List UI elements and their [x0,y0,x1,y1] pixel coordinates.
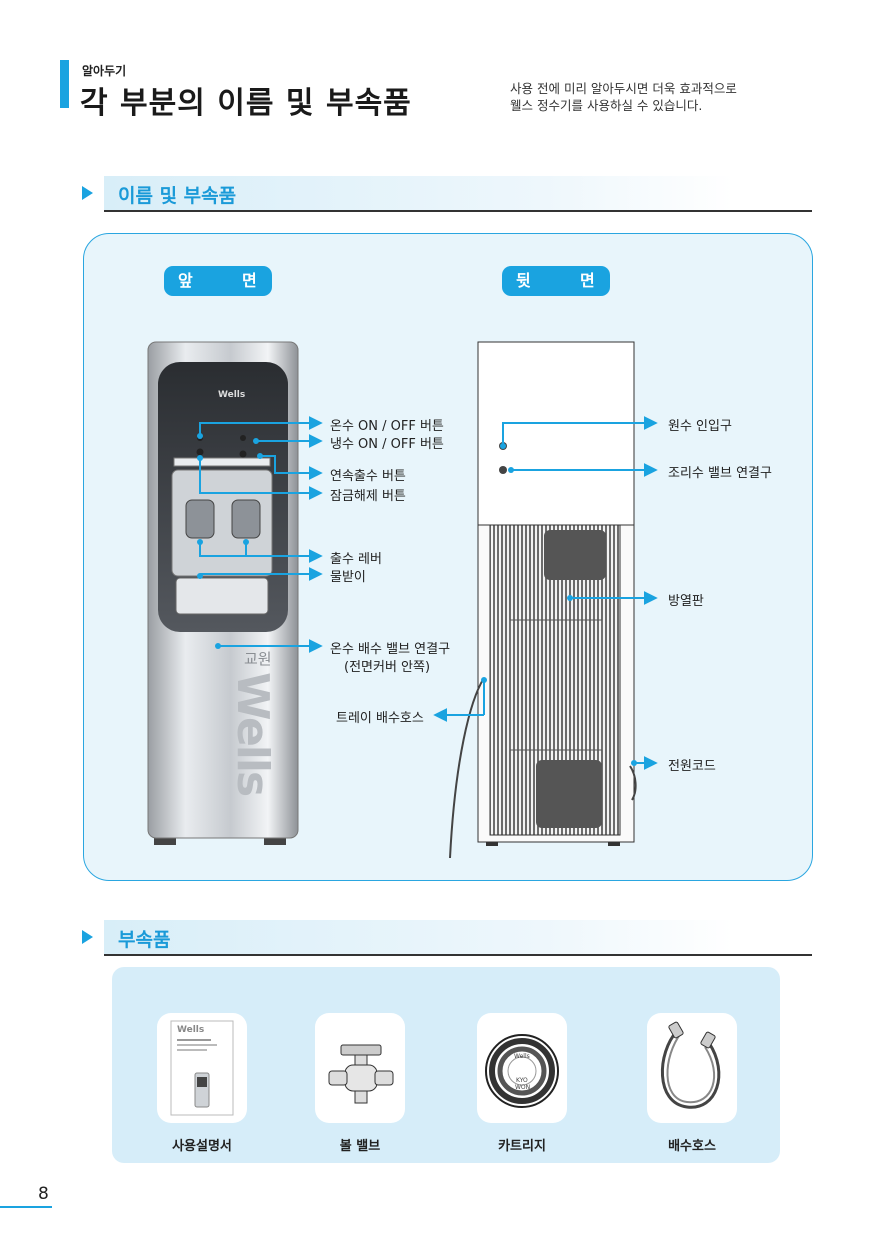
heading-band [104,920,734,954]
triangle-bullet-icon [82,186,93,200]
cartridge-brand: Wells [514,1053,530,1060]
label-dispense-lever: 출수 레버 [330,552,382,567]
label-power-cord: 전원코드 [668,759,716,774]
accessory-drain-hose-card [647,1013,737,1123]
intro-line-2: 웰스 정수기를 사용하실 수 있습니다. [510,98,703,113]
ball-valve-icon [328,1044,394,1104]
manual-brand: Wells [177,1025,205,1035]
back-pill-char-1: 뒷 [516,271,531,290]
section-title: 부속품 [118,929,171,951]
heading-band [104,176,734,210]
accessory-label-drain-hose: 배수호스 [668,1139,716,1154]
back-pill-char-2: 면 [580,271,595,290]
intro-text: 사용 전에 미리 알아두시면 더욱 효과적으로 웰스 정수기를 사용하실 수 있… [510,80,737,114]
label-cooking-valve-connector: 조리수 밸브 연결구 [668,466,772,481]
front-view-pill: 앞 면 [164,266,272,296]
heading-rule [104,210,812,212]
label-hot-button: 온수 ON / OFF 버튼 [330,419,444,434]
label-raw-water-inlet: 원수 인입구 [668,419,732,434]
page-number-underline [0,1206,52,1208]
page-number: 8 [38,1184,49,1204]
drain-hose-icon [660,1021,721,1109]
front-pill-char-1: 앞 [178,271,193,290]
heading-rule [104,954,812,956]
label-continuous-button: 연속출수 버튼 [330,469,406,484]
accessory-label-cartridge: 카트리지 [498,1139,546,1154]
triangle-bullet-icon [82,930,93,944]
accessory-cartridge-card: Wells KYO WON [477,1013,567,1123]
intro-line-1: 사용 전에 미리 알아두시면 더욱 효과적으로 [510,81,737,96]
parts-diagram [147,341,658,859]
cartridge-icon [485,1034,559,1108]
cartridge-text-won: WON [515,1084,531,1091]
cartridge-text-kyo: KYO [516,1077,528,1084]
accessory-ball-valve-card [315,1013,405,1123]
label-front-cover-note: (전면커버 안쪽) [344,660,431,675]
title-accent-bar [60,60,69,108]
label-hot-drain-valve: 온수 배수 밸브 연결구 [330,642,451,657]
section-heading-accessories: 부속품 [82,920,812,956]
section-title: 이름 및 부속품 [118,185,237,207]
page-title: 각 부분의 이름 및 부속품 [80,86,412,121]
front-brand-korean: 교원 [244,650,272,668]
back-view-pill: 뒷 면 [502,266,610,296]
front-leader-lines [199,416,323,653]
back-leader-lines [433,416,658,770]
section-kicker: 알아두기 [82,64,127,78]
label-unlock-button: 잠금해제 버튼 [330,489,406,504]
accessory-manual-card: Wells [157,1013,247,1123]
front-water-purifier [147,341,299,845]
section-heading-names: 이름 및 부속품 [82,176,812,212]
front-brand-logo: Wells [218,390,246,400]
manual-icon [170,1020,234,1116]
front-pill-char-2: 면 [242,271,257,290]
label-drip-tray: 물받이 [330,570,366,585]
label-heat-sink: 방열판 [668,594,704,609]
label-cold-button: 냉수 ON / OFF 버튼 [330,437,444,452]
front-vertical-brand: Wells [227,672,278,796]
back-water-purifier [449,341,637,859]
label-tray-drain-hose: 트레이 배수호스 [336,711,424,726]
accessory-label-manual: 사용설명서 [172,1139,232,1154]
accessory-label-ball-valve: 볼 밸브 [339,1139,381,1154]
